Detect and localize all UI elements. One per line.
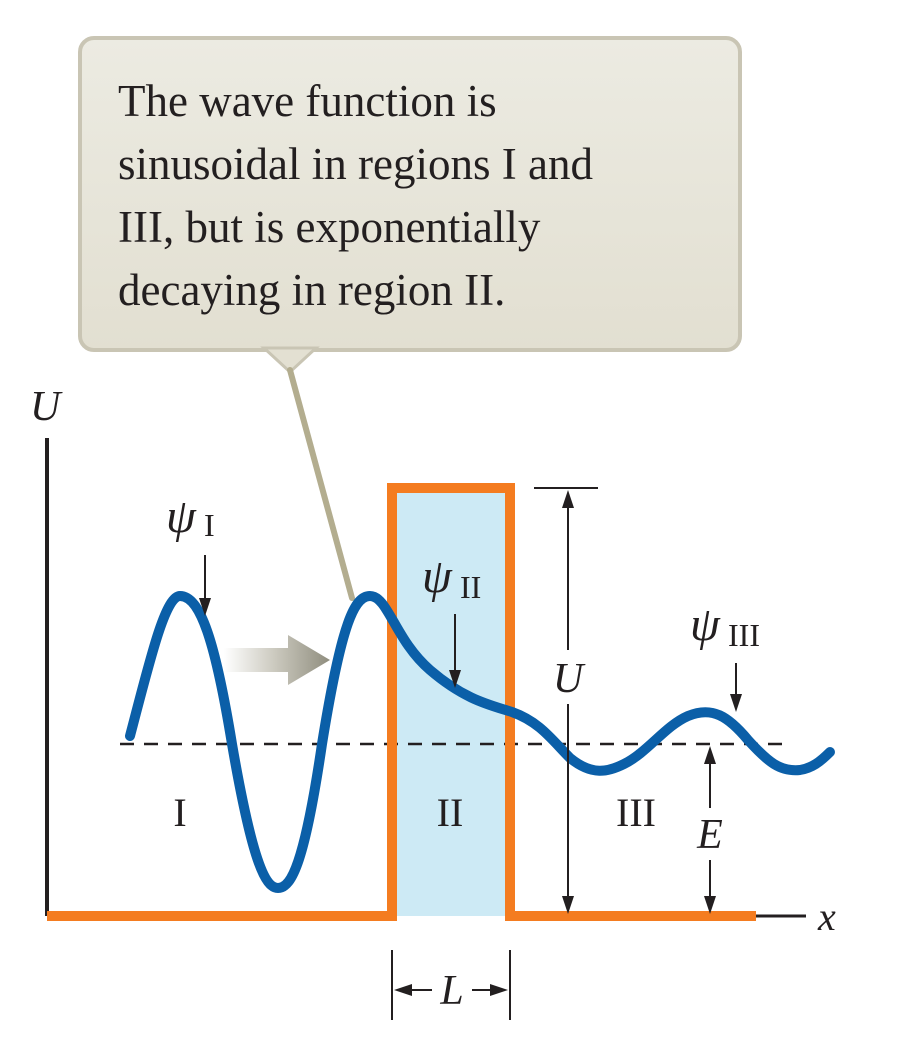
region-3-label: III	[616, 790, 656, 835]
psi-3-arrowhead	[730, 694, 742, 712]
psi-3-subscript: III	[728, 617, 760, 653]
barrier-height-arrowhead-bottom	[562, 896, 574, 914]
callout-pointer-line	[287, 367, 355, 601]
region-2-label: II	[437, 790, 464, 835]
energy-arrowhead-top	[704, 746, 716, 764]
barrier-height-label: U	[553, 656, 586, 702]
callout-line-3: III, but is exponentially	[118, 202, 541, 252]
callout-line-4: decaying in region II.	[118, 265, 506, 315]
wave-function-curve	[125, 590, 835, 894]
energy-label: E	[696, 812, 723, 858]
callout-text: The wave function is sinusoidal in regio…	[118, 70, 728, 322]
region-1-label: I	[173, 790, 186, 835]
y-axis-label: U	[30, 384, 63, 430]
psi-3-symbol: ψ	[690, 598, 721, 651]
incident-arrow	[224, 635, 330, 685]
width-arrowhead-right	[490, 984, 508, 996]
psi-1-symbol: ψ	[166, 490, 197, 543]
callout-box	[78, 36, 742, 352]
callout-line-2: sinusoidal in regions I and	[118, 139, 593, 189]
barrier-height-arrowhead-top	[562, 490, 574, 508]
psi-1-arrowhead	[199, 598, 211, 616]
x-axis-label: x	[817, 894, 836, 939]
potential-curve	[47, 483, 756, 921]
psi-2-subscript: II	[460, 569, 481, 605]
psi-2-arrowhead	[449, 670, 461, 688]
energy-arrowhead-bottom	[704, 896, 716, 914]
width-label: L	[439, 968, 463, 1014]
width-arrowhead-left	[394, 984, 412, 996]
callout-pointer	[260, 346, 320, 375]
psi-1-subscript: I	[204, 507, 215, 543]
callout-line-1: The wave function is	[118, 76, 497, 126]
psi-2-symbol: ψ	[422, 550, 453, 603]
